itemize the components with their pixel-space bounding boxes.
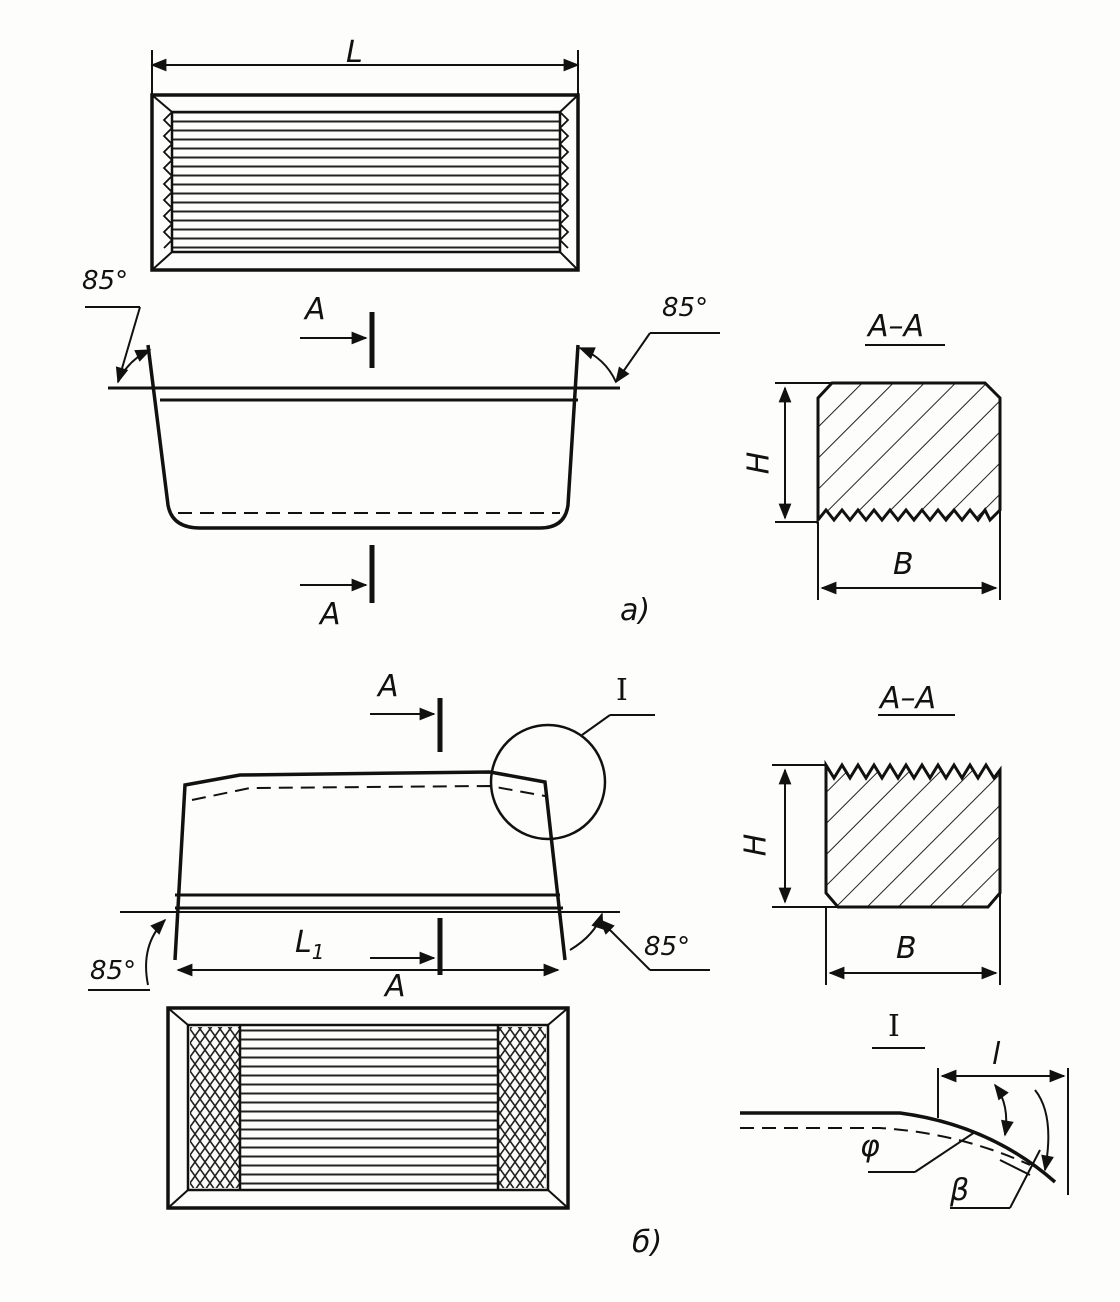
plan-inner-b <box>186 1023 550 1192</box>
detail-edge <box>740 1111 1057 1184</box>
plan-outer-a <box>150 93 580 272</box>
label-width-b: B <box>896 931 917 966</box>
label-detail-phi: φ <box>860 1129 880 1164</box>
label-detail-mark: I <box>616 673 628 708</box>
label-section-a-bottom: A <box>320 597 341 632</box>
label-l1: L1 <box>295 925 325 964</box>
front-body-a <box>146 344 580 530</box>
groove-edge-left-a <box>162 111 174 249</box>
view-b <box>88 698 1069 1210</box>
label-section-title-a: A–A <box>868 309 925 344</box>
detail-circle <box>489 723 607 841</box>
section-body-b <box>824 759 1002 909</box>
label-section-b-top: A <box>378 669 399 704</box>
label-angle-right-a: 85° <box>662 293 709 323</box>
label-width-a: B <box>893 547 914 582</box>
label-angle-right-b: 85° <box>644 932 691 962</box>
groove-edge-right-a <box>558 111 570 249</box>
label-section-a-top: A <box>305 292 326 327</box>
label-detail-beta: β <box>950 1173 970 1208</box>
label-detail-l: l <box>992 1037 1001 1072</box>
caption-a: а) <box>620 593 651 628</box>
label-l1-main: L <box>295 925 312 960</box>
plan-left-band-b <box>190 1027 240 1188</box>
front-body-b <box>173 770 567 961</box>
plan-grooved-area-a <box>172 112 560 252</box>
section-body-a <box>816 381 1002 525</box>
label-section-title-b: A–A <box>880 681 937 716</box>
front-hidden-line-b <box>191 784 546 801</box>
label-section-b-bottom: A <box>385 969 406 1004</box>
label-detail-title: I <box>888 1009 900 1044</box>
plan-inner-a <box>170 110 562 254</box>
label-angle-left-a: 85° <box>82 266 129 296</box>
plan-right-band-b <box>498 1027 546 1188</box>
label-height-a: H <box>741 451 777 475</box>
detail-hidden-edge <box>740 1127 1031 1166</box>
label-height-b: H <box>738 833 774 857</box>
view-a <box>85 50 1002 603</box>
plan-outer-b <box>166 1006 570 1210</box>
label-l1-sub: 1 <box>311 940 325 964</box>
plan-grooves-b <box>240 1027 498 1188</box>
label-angle-left-b: 85° <box>90 956 137 986</box>
label-l: L <box>346 35 363 70</box>
caption-b: б) <box>632 1225 663 1260</box>
